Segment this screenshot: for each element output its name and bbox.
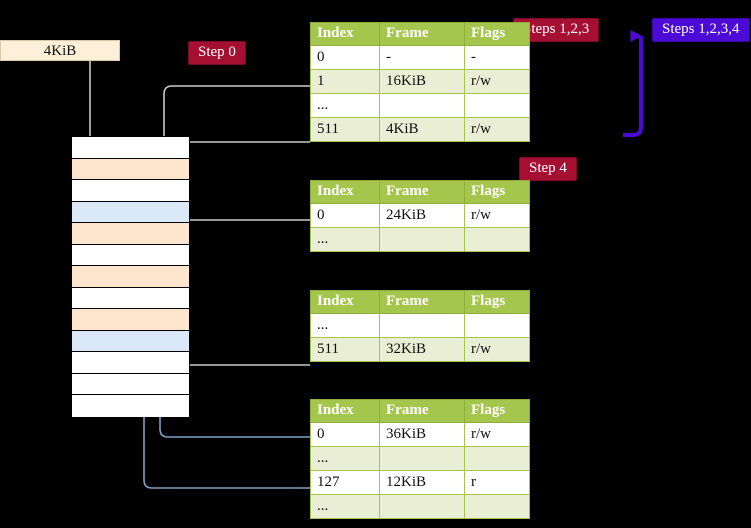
column-header-index: Index [310,180,380,204]
cell-index: ... [310,446,380,471]
column-header-frame: Frame [379,180,465,204]
cell-frame: 24KiB [379,203,465,228]
wire-table1-row0 [175,219,310,262]
cell-index: ... [310,93,380,118]
column-header-flags: Flags [464,399,530,423]
column-header-index: Index [310,22,380,46]
wire-table0-row511 [173,141,310,162]
cell-frame [379,494,465,519]
cell-index: 511 [310,117,380,142]
cell-index: 1 [310,69,380,94]
table-row: ... [310,313,530,338]
cell-flags: r/w [464,69,530,94]
cell-frame: 4KiB [379,117,465,142]
cell-frame: 36KiB [379,422,465,447]
cell-index: 511 [310,337,380,362]
cell-frame: 32KiB [379,337,465,362]
cell-flags [464,227,530,252]
table-row: 0-- [310,45,530,70]
cell-flags: r/w [464,203,530,228]
column-header-flags: Flags [464,180,530,204]
memory-row-10 [72,352,189,374]
cell-index: ... [310,494,380,519]
column-header-frame: Frame [379,290,465,314]
memory-row-8 [72,309,189,331]
cell-frame: 16KiB [379,69,465,94]
table-row: ... [310,446,530,471]
cell-index: 0 [310,203,380,228]
frame-size-box: 4KiB [0,40,120,61]
memory-row-7 [72,287,189,309]
memory-row-5 [72,244,189,266]
memory-row-0 [72,137,189,159]
cell-frame: 12KiB [379,470,465,495]
column-header-flags: Flags [464,290,530,314]
column-header-index: Index [310,399,380,423]
cell-flags [464,93,530,118]
memory-row-6 [72,266,189,288]
cell-index: 0 [310,422,380,447]
wire-steps-loop [623,30,643,137]
cell-index: ... [310,227,380,252]
cell-frame [379,446,465,471]
memory-row-3 [72,201,189,223]
table-row: ... [310,494,530,519]
column-header-index: Index [310,290,380,314]
cell-frame: - [379,45,465,70]
memory-row-11 [72,373,189,395]
cell-index: 0 [310,45,380,70]
cell-flags: r/w [464,337,530,362]
memory-row-4 [72,223,189,245]
column-header-frame: Frame [379,22,465,46]
column-header-flags: Flags [464,22,530,46]
cell-frame [379,227,465,252]
wire-table2-row511 [169,316,310,366]
table-row: ... [310,227,530,252]
cell-flags [464,313,530,338]
cell-flags: r [464,470,530,495]
column-header-frame: Frame [379,399,465,423]
cell-flags: r/w [464,117,530,142]
memory-row-2 [72,180,189,202]
cell-flags: - [464,45,530,70]
cell-index: 127 [310,470,380,495]
cell-frame [379,93,465,118]
memory-column [71,136,190,417]
badge-steps-1234: Steps 1,2,3,4 [652,18,750,42]
cell-flags [464,494,530,519]
badge-step-4: Step 4 [519,157,577,181]
memory-row-9 [72,330,189,352]
cell-frame [379,313,465,338]
badge-step-0: Step 0 [188,41,246,65]
memory-row-1 [72,158,189,180]
cell-index: ... [310,313,380,338]
table-row: ... [310,93,530,118]
cell-flags: r/w [464,422,530,447]
memory-row-12 [72,395,189,417]
cell-flags [464,446,530,471]
